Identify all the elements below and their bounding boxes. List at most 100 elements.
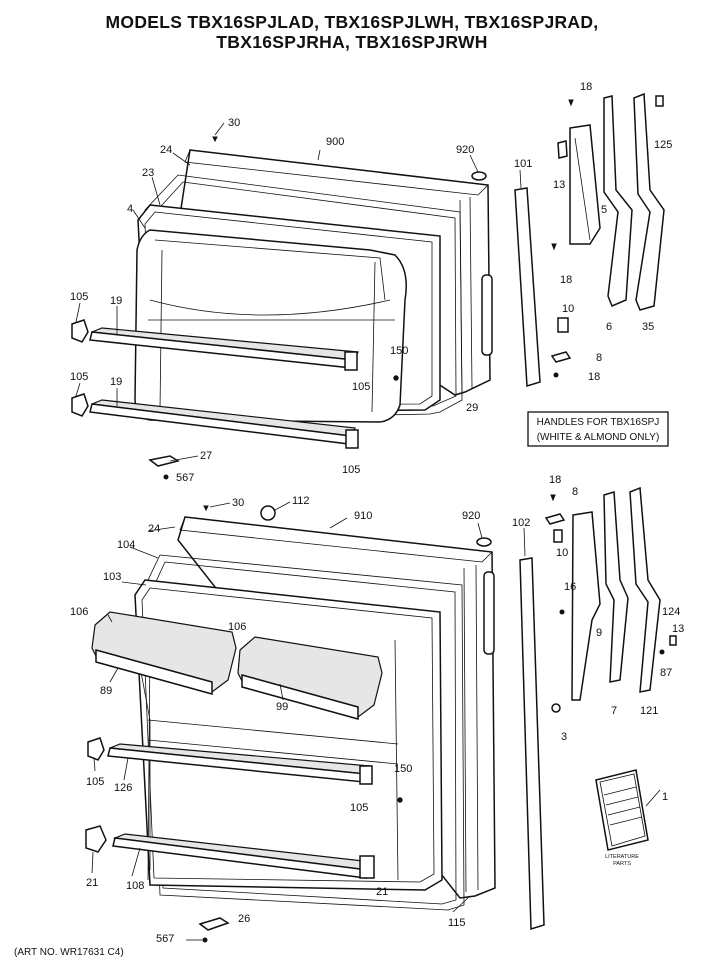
callout: 27: [200, 450, 212, 462]
note-line-2: (WHITE & ALMOND ONLY): [537, 432, 660, 443]
callout: 920: [456, 144, 474, 156]
callout: 30: [232, 497, 244, 509]
plug-112: [260, 505, 276, 521]
callout: 150: [394, 763, 412, 775]
handle-7: [603, 491, 629, 683]
handle-mount-5: [569, 124, 601, 245]
art-number: (ART NO. WR17631 C4): [14, 947, 124, 958]
door-stop-bracket-lower: [198, 917, 230, 931]
handle-6: [603, 95, 633, 307]
callout: 26: [238, 913, 250, 925]
callout: 108: [126, 880, 144, 892]
screw-18-c: [553, 372, 559, 378]
screw-87: [659, 649, 665, 655]
fresh-food-door-assembly: [85, 505, 496, 943]
callout: 13: [672, 623, 684, 635]
callout: 106: [70, 606, 88, 618]
literature-booklet: LITERATURE PARTS: [595, 769, 649, 867]
handle-clip-8-lower: [544, 513, 566, 525]
callout: 126: [114, 782, 132, 794]
handle-mount-9: [571, 511, 601, 701]
screw-18-b: [551, 243, 557, 251]
handle-end-cap-13: [557, 140, 568, 159]
callout: 150: [390, 345, 408, 357]
screw-150-lower: [397, 797, 403, 803]
fresh-food-trim-and-handles: LITERATURE PARTS: [519, 486, 677, 931]
handle-bracket-10-lower: [553, 529, 563, 543]
callout: 30: [228, 117, 240, 129]
handle-121: [629, 486, 661, 693]
callout: 105: [352, 381, 370, 393]
callout: 104: [117, 539, 135, 551]
callout: 105: [350, 802, 368, 814]
callout: 105: [342, 464, 360, 476]
callout: 125: [654, 139, 672, 151]
screw-18-lower: [550, 494, 556, 502]
dairy-compartment-right: [237, 636, 383, 720]
screw-567-lower: [202, 937, 208, 943]
callout: 103: [103, 571, 121, 583]
shelf-bracket-right: [344, 351, 358, 371]
door-shelf-126: [107, 743, 373, 785]
leader-lines: [75, 122, 661, 941]
callout: 5: [601, 204, 607, 216]
callout: 1: [662, 791, 668, 803]
callout: 567: [156, 933, 174, 945]
callout: 10: [556, 547, 568, 559]
callout: 29: [466, 402, 478, 414]
callout: 105: [86, 776, 104, 788]
washer-3: [551, 703, 561, 713]
shelf-bracket-right-lower: [345, 429, 359, 449]
freezer-door-trim-strip: [514, 187, 541, 387]
fresh-plug-button: [476, 537, 492, 547]
callout: 8: [572, 486, 578, 498]
handle-35: [633, 92, 665, 311]
callout: 24: [148, 523, 160, 535]
note-frame: [527, 411, 669, 447]
freezer-trim-and-handles: [514, 92, 665, 387]
shelf-end-cap-left-lower: [71, 393, 89, 417]
dairy-compartment-left: [91, 611, 237, 695]
callout: 8: [596, 352, 602, 364]
callout: 18: [580, 81, 592, 93]
callout: 910: [354, 510, 372, 522]
freezer-shelf-upper: [89, 327, 359, 371]
callout: 35: [642, 321, 654, 333]
shelf-126-bracket: [359, 765, 373, 785]
fresh-door-hinge-slot: [483, 571, 495, 655]
callout: 567: [176, 472, 194, 484]
screw-18-a: [568, 99, 574, 107]
handle-end-cap-13-lower: [669, 635, 677, 646]
models-title-line-1: MODELS TBX16SPJLAD, TBX16SPJLWH, TBX16SP…: [105, 12, 599, 32]
callout: 13: [553, 179, 565, 191]
callout: 106: [228, 621, 246, 633]
callout: 23: [142, 167, 154, 179]
callout: 99: [276, 701, 288, 713]
callout: 105: [70, 371, 88, 383]
screw-567-top: [163, 474, 169, 480]
callout: 21: [376, 886, 388, 898]
models-title-line-2: TBX16SPJRHA, TBX16SPJRWH: [216, 32, 488, 52]
screw-30-top: [212, 136, 218, 143]
callout: 18: [588, 371, 600, 383]
callout: 124: [662, 606, 680, 618]
callout: 10: [562, 303, 574, 315]
callout: 112: [292, 495, 310, 507]
freezer-door-assembly: [71, 136, 493, 480]
callout: 3: [561, 731, 567, 743]
callout: 24: [160, 144, 172, 156]
callout: 21: [86, 877, 98, 889]
callout: 18: [549, 474, 561, 486]
handle-bracket-10: [557, 317, 569, 333]
note-line-1: HANDLES FOR TBX16SPJ: [537, 417, 660, 428]
callout: 9: [596, 627, 602, 639]
screw-30-lower: [203, 505, 209, 512]
callout: 18: [560, 274, 572, 286]
callout: 6: [606, 321, 612, 333]
freezer-door-hinge-slot: [481, 274, 493, 356]
callout: 920: [462, 510, 480, 522]
screw-16: [559, 609, 565, 615]
door-stop-bracket: [148, 455, 180, 467]
handle-clip-125: [655, 95, 664, 107]
shelf-end-cap-21-left: [85, 825, 107, 853]
